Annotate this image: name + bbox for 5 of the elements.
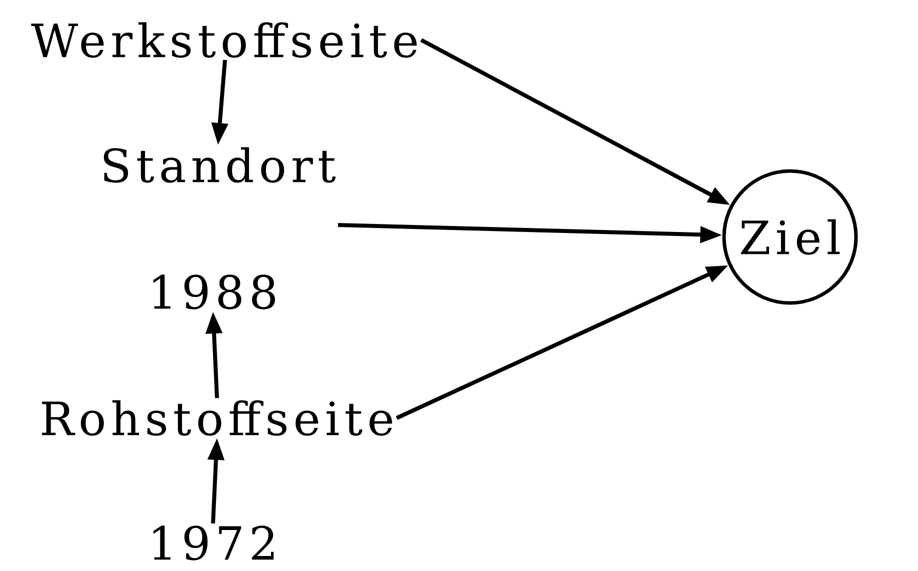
node-label: 1972 bbox=[153, 526, 274, 560]
node-label: Standort bbox=[104, 147, 336, 183]
node-label: 1988 bbox=[153, 274, 276, 310]
node-label: Werkstoffseite bbox=[31, 22, 417, 58]
node-label: Rohstoffseite bbox=[42, 400, 392, 436]
